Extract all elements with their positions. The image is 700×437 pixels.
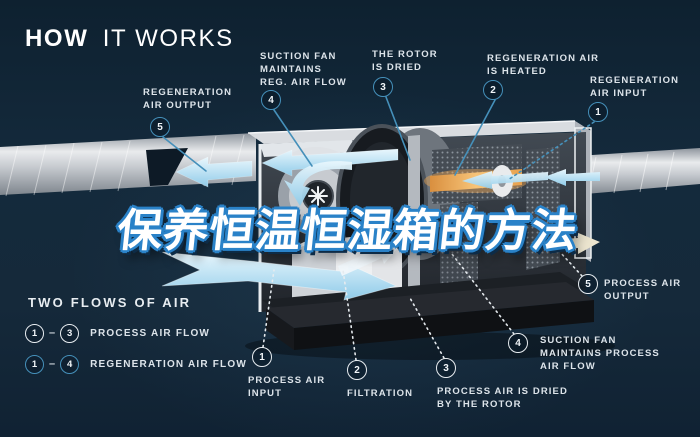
badge-reg-1: 1 xyxy=(588,102,608,122)
label-process-air-dried: PROCESS AIR IS DRIED BY THE ROTOR xyxy=(437,386,568,411)
legend-circle-3: 3 xyxy=(60,323,80,343)
label-suction-fan-process: SUCTION FAN MAINTAINS PROCESS AIR FLOW xyxy=(540,335,660,373)
leader-lines xyxy=(162,96,595,361)
title-light: IT WORKS xyxy=(102,25,234,52)
label-regeneration-air-input: REGENERATION AIR INPUT xyxy=(590,75,680,100)
badge-proc-2: 2 xyxy=(347,360,367,380)
badge-proc-3: 3 xyxy=(436,358,456,378)
process-inner-arrow xyxy=(338,242,398,276)
label-regeneration-air-output: REGENERATION AIR OUTPUT xyxy=(143,87,233,112)
badge-reg-4: 4 xyxy=(261,90,281,110)
badge-proc-4: 4 xyxy=(508,333,528,353)
title-bold: HOW xyxy=(25,25,89,52)
badge-proc-5: 5 xyxy=(578,274,598,294)
label-rotor-is-dried: THE ROTOR IS DRIED xyxy=(372,49,438,74)
fan-curl-arrow xyxy=(284,161,352,206)
flow-arrows xyxy=(161,148,600,301)
label-filtration: FILTRATION xyxy=(347,388,414,399)
badge-reg-2: 2 xyxy=(483,80,503,100)
heater-arrow xyxy=(462,171,548,189)
badge-reg-3: 3 xyxy=(373,77,393,97)
label-process-air-output: PROCESS AIR OUTPUT xyxy=(604,278,682,303)
legend-circle-1: 1 xyxy=(25,323,44,343)
legend-row-regeneration: 1 – 4 REGENERATION AIR FLOW xyxy=(25,354,247,374)
badge-reg-5: 5 xyxy=(150,117,170,137)
badge-proc-1: 1 xyxy=(252,347,272,367)
regeneration-in-arrow xyxy=(544,169,600,186)
fan-impeller-icon xyxy=(308,186,328,206)
chinese-headline-overlay: 保养恒温恒湿箱的方法 xyxy=(114,205,581,256)
legend-dash-2: – xyxy=(49,358,56,370)
label-process-air-input: PROCESS AIR INPUT xyxy=(248,375,326,400)
page-title: HOW IT WORKS xyxy=(25,25,234,53)
left-duct xyxy=(0,133,256,197)
label-suction-fan-reg: SUCTION FAN MAINTAINS REG. AIR FLOW xyxy=(260,51,347,89)
process-input-arrow xyxy=(161,251,398,301)
legend-circle-4: 4 xyxy=(60,354,80,374)
legend-label-regeneration: REGENERATION AIR FLOW xyxy=(90,358,247,370)
legend-row-process: 1 – 3 PROCESS AIR FLOW xyxy=(25,323,210,343)
legend-dash: – xyxy=(49,327,56,339)
process-output-arrow xyxy=(552,232,600,254)
label-regeneration-air-heated: REGENERATION AIR IS HEATED xyxy=(487,53,600,78)
legend-circle-1b: 1 xyxy=(25,354,44,374)
legend-label-process: PROCESS AIR FLOW xyxy=(90,327,211,339)
legend-title: TWO FLOWS OF AIR xyxy=(28,295,192,310)
